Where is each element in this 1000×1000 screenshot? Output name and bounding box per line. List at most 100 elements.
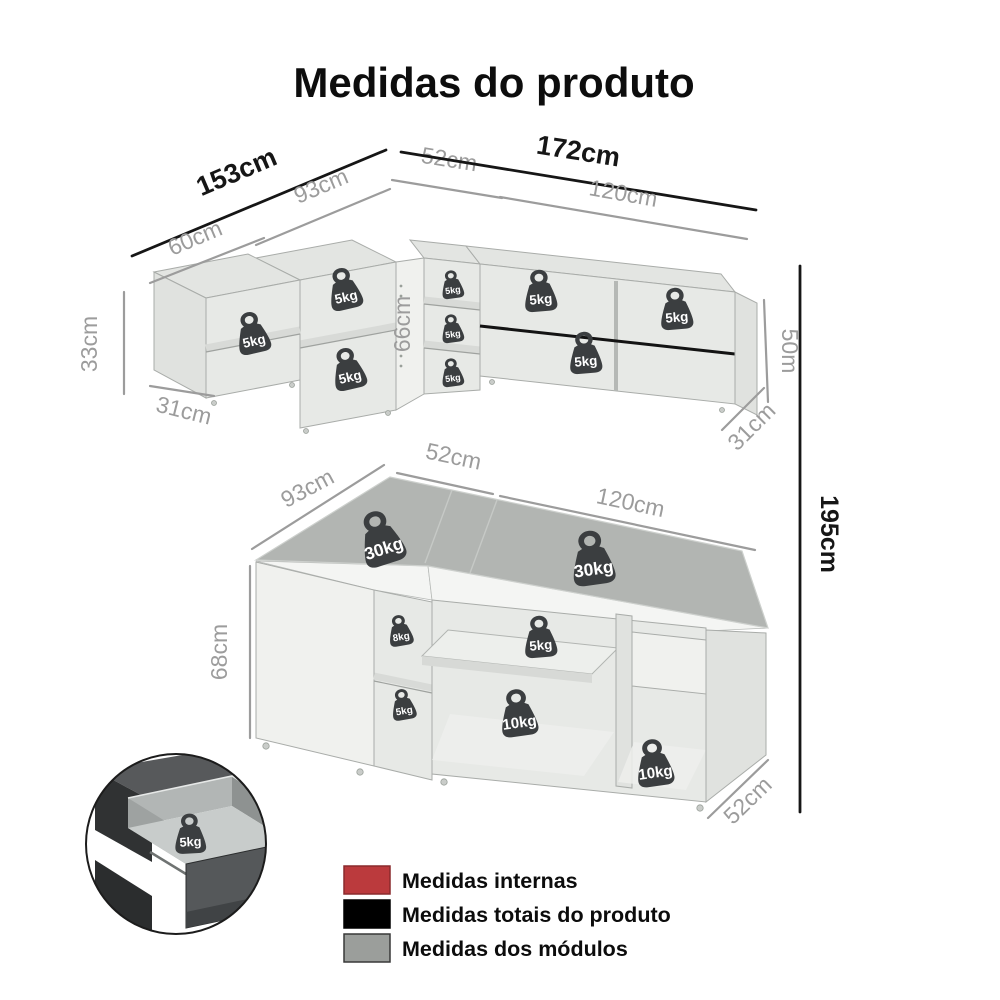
- dim-label-153cm: 153cm: [192, 141, 281, 201]
- foot: [489, 379, 495, 385]
- dim-line-93cm: [254, 187, 392, 247]
- dim-line-50m: [762, 298, 770, 404]
- corner-52-shelf-edge: [423, 347, 481, 355]
- dim-line-52cm-upper: [390, 178, 504, 200]
- cabinet-120-shelf-black-edge: [479, 324, 736, 356]
- drawer-front: [631, 631, 707, 695]
- legend: Medidas internas Medidas totais do produ…: [343, 865, 671, 963]
- dim-line-31cm-left: [148, 384, 216, 398]
- dim-label-52cm-lower-top: 52cm: [423, 438, 483, 475]
- foot: [385, 410, 391, 416]
- weight-label: 5kg: [529, 291, 553, 308]
- weight-label: 5kg: [445, 372, 462, 384]
- weight-label: 5kg: [529, 637, 553, 654]
- drawer-inset: 5kg: [85, 753, 267, 935]
- legend-label-internal: Medidas internas: [402, 869, 578, 893]
- weight-label: 5kg: [665, 309, 689, 326]
- dim-line-120cm-upper: [498, 195, 749, 241]
- foot: [356, 768, 364, 776]
- legend-swatch-total: [343, 899, 391, 929]
- weight-label: 5kg: [445, 328, 462, 340]
- weight-label: 5kg: [574, 353, 598, 370]
- foot: [211, 400, 217, 406]
- weight-badge: 10kg: [496, 686, 540, 739]
- corner-52-shelf-edge: [423, 303, 481, 311]
- cabinet-93-shelf: [299, 322, 397, 348]
- weight-badge: 5kg: [567, 330, 603, 375]
- drawer-rim-highlight: [127, 775, 266, 813]
- legend-swatch-modules: [343, 933, 391, 963]
- legend-label-modules: Medidas dos módulos: [402, 937, 628, 961]
- page-title: Medidas do produto: [293, 59, 694, 106]
- dim-line-31cm-right: [720, 386, 766, 432]
- weight-badge: 8kg: [385, 613, 415, 648]
- dim-label-66cm: 66cm: [389, 296, 415, 352]
- drawer-floor: [128, 806, 266, 864]
- inset-cabinet-side: [95, 770, 152, 862]
- drawer-rail: [149, 850, 187, 876]
- weight-badge: 5kg: [439, 268, 465, 300]
- weight-badge: 5kg: [388, 687, 418, 722]
- dim-label-33cm: 33cm: [76, 316, 102, 372]
- dim-line-93cm-lower: [250, 463, 386, 551]
- weight-badge: 5kg: [231, 308, 273, 357]
- compartment-floor: [432, 714, 614, 776]
- desk-partition: [615, 613, 633, 789]
- weight-badge: 5kg: [522, 268, 558, 313]
- weight-badge: 5kg: [323, 264, 365, 313]
- weight-label: 10kg: [501, 712, 537, 734]
- desk-top-surface: [254, 476, 769, 629]
- base-cabinet-93-front: [255, 561, 375, 767]
- dim-label-60cm: 60cm: [164, 215, 226, 261]
- weight-badge: 10kg: [632, 736, 676, 789]
- weight-label: 5kg: [241, 331, 267, 351]
- weight-badge: 5kg: [173, 812, 207, 855]
- weight-label: 8kg: [392, 631, 411, 645]
- cabinet-93-shelf-edge: [299, 329, 397, 349]
- weight-label: 5kg: [179, 834, 202, 850]
- pullout-shelf-front: [422, 656, 592, 683]
- desk-end-panel: [705, 629, 767, 804]
- screw-dot: [399, 284, 403, 288]
- dim-line-60cm: [148, 236, 266, 285]
- corner-column-shelf: [373, 672, 433, 692]
- foot: [440, 778, 448, 786]
- lower-weight-badges: 30kg 30kg 8kg 5kg 5kg 10kg 10kg: [351, 505, 676, 789]
- foot: [696, 804, 704, 812]
- legend-label-total: Medidas totais do produto: [402, 903, 671, 927]
- desk-top-seam: [469, 499, 498, 574]
- weight-badge: 5kg: [658, 286, 694, 331]
- foot: [303, 428, 309, 434]
- dim-label-68cm: 68cm: [206, 624, 232, 680]
- weight-label: 10kg: [637, 762, 673, 784]
- dim-line-52cm-lower-top: [395, 471, 495, 496]
- inset-cabinet-lower: [95, 860, 152, 934]
- foot: [262, 742, 270, 750]
- dim-line-153cm: [130, 148, 388, 258]
- weight-badge: 5kg: [327, 344, 369, 393]
- weight-badge: 30kg: [351, 505, 409, 571]
- foot: [719, 407, 725, 413]
- desk-top-seam: [424, 489, 453, 564]
- corner-52-shelf: [423, 340, 481, 354]
- screw-dot: [399, 294, 403, 298]
- foot: [289, 382, 295, 388]
- dim-label-195cm: 195cm: [815, 495, 843, 573]
- legend-swatch-internal: [343, 865, 391, 895]
- dim-line-52cm-lower-right: [706, 758, 770, 820]
- weight-badge: 5kg: [439, 356, 465, 388]
- screw-dot: [399, 364, 403, 368]
- dim-label-93cm: 93cm: [290, 163, 352, 209]
- dim-line-172cm: [399, 150, 758, 212]
- inset-circle-outline: [85, 753, 267, 935]
- dim-label-120cm-lower: 120cm: [594, 482, 667, 522]
- corner-52-shelf: [423, 296, 481, 310]
- weight-badge: 30kg: [567, 527, 617, 588]
- weight-label: 5kg: [337, 367, 363, 387]
- dim-line-120cm-lower: [498, 494, 757, 552]
- screw-dot: [399, 354, 403, 358]
- upper-weight-badges: 5kg 5kg 5kg 5kg 5kg 5kg 5kg 5kg 5kg: [231, 264, 694, 393]
- weight-label: 5kg: [445, 284, 462, 296]
